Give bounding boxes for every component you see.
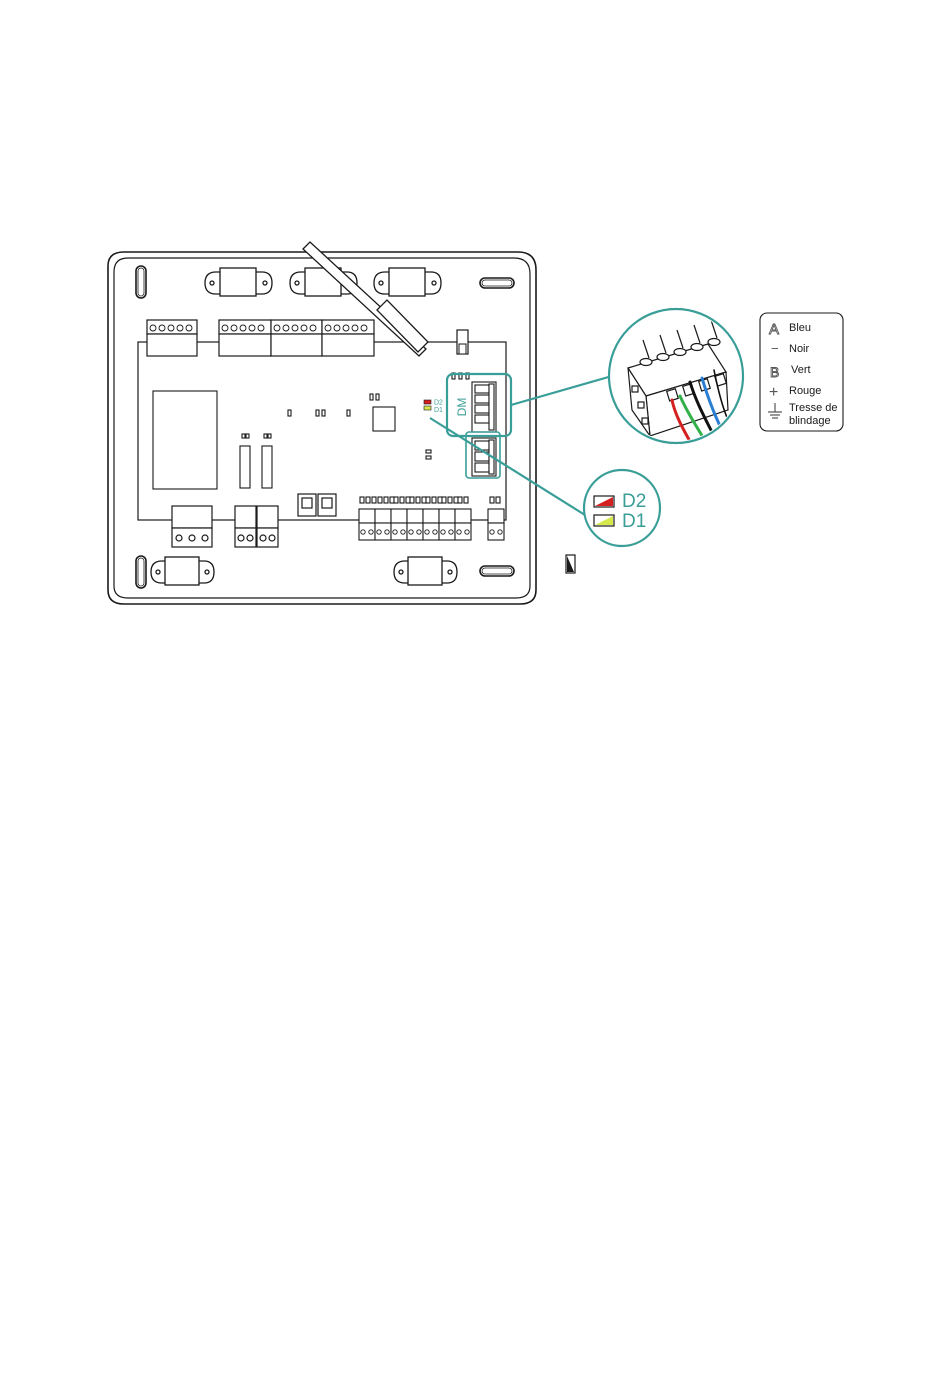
callout-line-connector	[511, 376, 612, 405]
legend-label-shield-line2: blindage	[789, 415, 831, 427]
bottom-clips	[151, 557, 457, 585]
mounting-slot	[136, 266, 146, 298]
led-d2-icon	[594, 496, 614, 507]
wire-legend: A Bleu − Noir B Vert + Rouge Tresse de b…	[760, 313, 843, 431]
dm-connector-label: DM	[455, 398, 469, 417]
dm-connector	[472, 382, 496, 432]
board-led-label-d1: D1	[434, 407, 443, 414]
mounting-slot	[480, 278, 514, 288]
marker-icon	[566, 555, 575, 573]
led-d1-icon	[594, 515, 614, 526]
board-led-label-d2: D2	[434, 400, 443, 407]
legend-label-noir: Noir	[789, 343, 810, 355]
legend-symbol-b: B	[770, 364, 779, 380]
legend-label-bleu: Bleu	[789, 322, 811, 334]
legend-label-shield-line1: Tresse de	[789, 402, 838, 414]
led-zoom-label-d1: D1	[622, 511, 646, 532]
legend-label-rouge: Rouge	[789, 385, 821, 397]
led-zoom-label-d2: D2	[622, 491, 646, 512]
legend-symbol-minus: −	[771, 341, 779, 356]
legend-label-vert: Vert	[791, 364, 811, 376]
top-terminal-blocks	[147, 320, 374, 356]
top-clips	[205, 268, 441, 296]
legend-symbol-a: A	[769, 321, 779, 338]
mounting-slot	[480, 566, 514, 576]
legend-symbol-plus: +	[769, 384, 778, 401]
mounting-slot	[136, 556, 146, 588]
